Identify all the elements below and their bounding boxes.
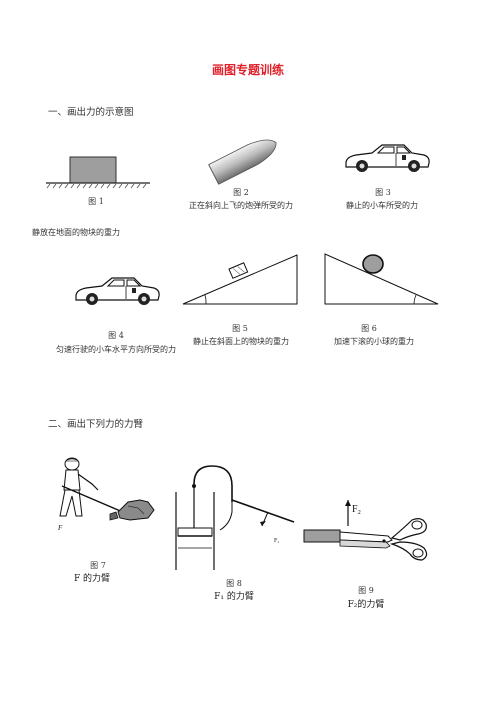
fig3-car xyxy=(345,144,430,172)
fig1-desc: 静放在地面的物块的重力 xyxy=(32,228,120,237)
fig7-label: 图 7 xyxy=(90,561,106,570)
fig8-desc: F₁ 的力臂 xyxy=(214,592,254,602)
fig5-desc: 静止在斜面上的物块的重力 xyxy=(193,337,289,346)
fig5-label: 图 5 xyxy=(232,324,248,333)
fig9-force-mark: F₂ xyxy=(352,504,361,515)
page-title: 画图专题训练 xyxy=(211,63,284,77)
fig9-desc: F₂的力臂 xyxy=(347,600,385,610)
fig4-label: 图 4 xyxy=(108,331,124,340)
fig7-crowbar-worker: F xyxy=(57,457,155,532)
fig6-label: 图 6 xyxy=(361,324,377,333)
fig1-block-on-ground xyxy=(46,156,150,189)
fig6-desc: 加速下滚的小球的重力 xyxy=(334,337,414,346)
fig8-label: 图 8 xyxy=(226,579,242,588)
section-1-heading: 一、画出力的示意图 xyxy=(48,107,134,118)
fig3-label: 图 3 xyxy=(375,188,391,197)
fig8-piston-lever: F₁ xyxy=(175,465,295,570)
fig9-label: 图 9 xyxy=(358,586,374,595)
section-2-heading: 二、画出下列力的力臂 xyxy=(48,419,144,430)
fig8-force-mark: F₁ xyxy=(274,538,279,544)
fig5-block-on-incline xyxy=(182,254,298,305)
fig3-desc: 静止的小车所受的力 xyxy=(346,201,418,210)
fig7-desc: F 的力臂 xyxy=(73,574,111,584)
fig7-force-mark: F xyxy=(57,524,63,532)
fig4-desc: 匀速行驶的小车水平方向所受的力 xyxy=(56,345,176,354)
fig2-artillery-shell xyxy=(208,139,277,185)
fig6-ball-on-incline xyxy=(324,253,439,305)
fig9-scissors: F₂ xyxy=(303,500,428,561)
fig4-car xyxy=(75,277,160,305)
fig2-desc: 正在斜向上飞的炮弹所受的力 xyxy=(189,201,293,210)
fig1-label: 图 1 xyxy=(88,197,104,206)
fig2-label: 图 2 xyxy=(233,188,249,197)
